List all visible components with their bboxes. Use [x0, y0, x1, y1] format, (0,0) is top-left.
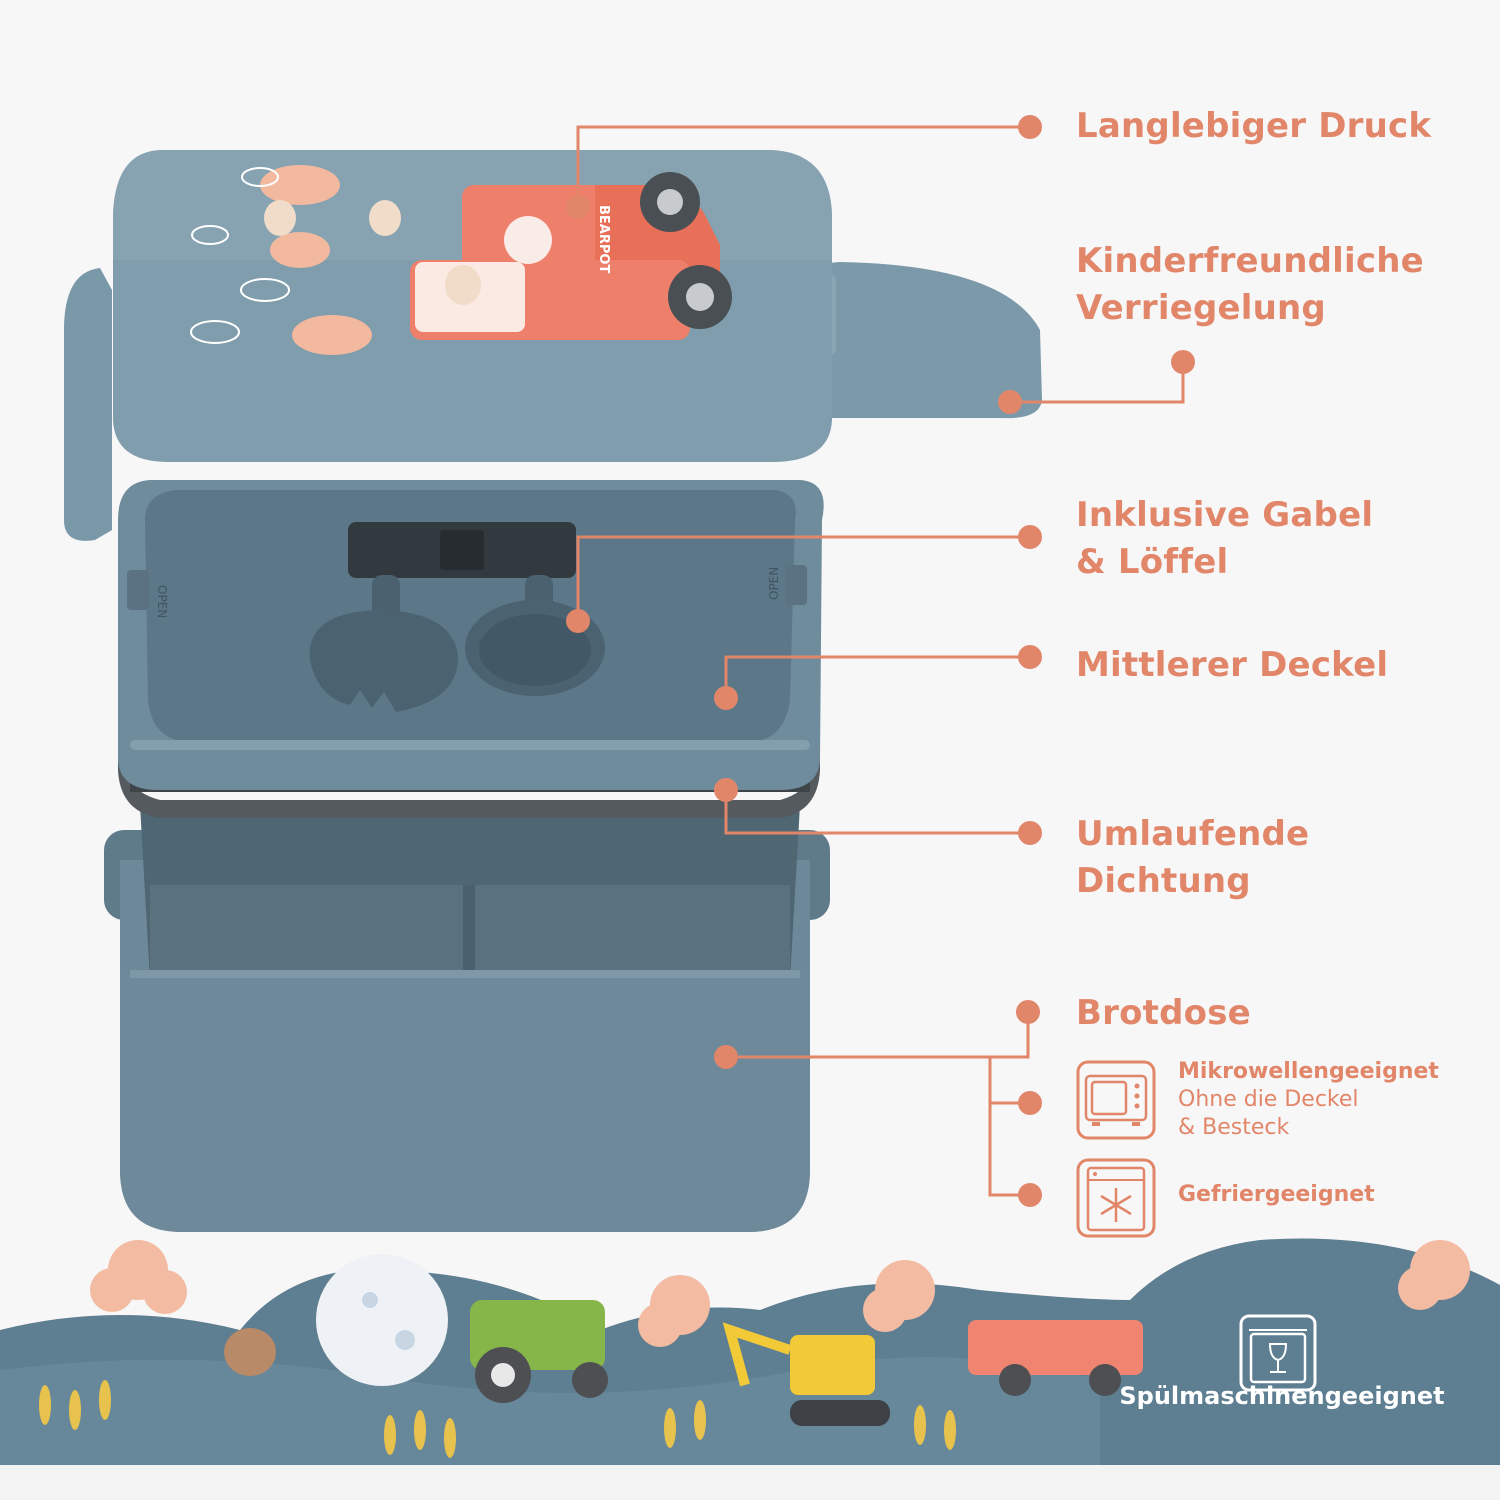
dishwasher-label: Spülmaschinengeeignet [1119, 1382, 1445, 1410]
feature-cutlery-label-line2: & Löffel [1076, 542, 1229, 582]
feature-box: Brotdose [1076, 990, 1251, 1037]
open-mark-right: OPEN [767, 567, 781, 600]
open-mark-left: OPEN [155, 585, 169, 618]
feature-middle-lid-label: Mittlerer Deckel [1076, 645, 1389, 685]
lunchbox-base [104, 805, 830, 1232]
microwave-property: Mikrowellengeeignet Ohne die Deckel & Be… [1178, 1058, 1439, 1142]
microwave-title: Mikrowellengeeignet [1178, 1059, 1439, 1084]
feature-seal-label-line1: Umlaufende [1076, 814, 1310, 854]
freezer-title: Gefriergeeignet [1178, 1182, 1375, 1207]
freezer-icon [1076, 1158, 1156, 1238]
microwave-icon [1076, 1060, 1156, 1140]
dishwasher-icon [1239, 1314, 1317, 1392]
microwave-note-line2: & Besteck [1178, 1115, 1290, 1140]
feature-print-label: Langlebiger Druck [1076, 106, 1432, 146]
feature-seal-label-line2: Dichtung [1076, 861, 1251, 901]
feature-middle-lid: Mittlerer Deckel [1076, 642, 1388, 689]
feature-cutlery-label-line1: Inklusive Gabel [1076, 495, 1374, 535]
callout-dots [566, 115, 1195, 1207]
feature-print: Langlebiger Druck [1076, 103, 1431, 150]
landscape [0, 1238, 1500, 1500]
cutlery [309, 522, 605, 712]
freezer-property: Gefriergeeignet [1178, 1181, 1375, 1209]
feature-box-label: Brotdose [1076, 993, 1251, 1033]
brand-print: BEARPOT [596, 205, 611, 273]
microwave-note-line1: Ohne die Deckel [1178, 1087, 1359, 1112]
feature-lock-label-line1: Kinderfreundliche [1076, 241, 1424, 281]
feature-cutlery: Inklusive Gabel & Löffel [1076, 492, 1373, 586]
feature-lock: Kinderfreundliche Verriegelung [1076, 238, 1424, 332]
top-lid: BEARPOT [64, 150, 1042, 541]
feature-lock-label-line2: Verriegelung [1076, 288, 1326, 328]
feature-seal: Umlaufende Dichtung [1076, 811, 1309, 905]
callout-lines [576, 125, 1185, 1197]
